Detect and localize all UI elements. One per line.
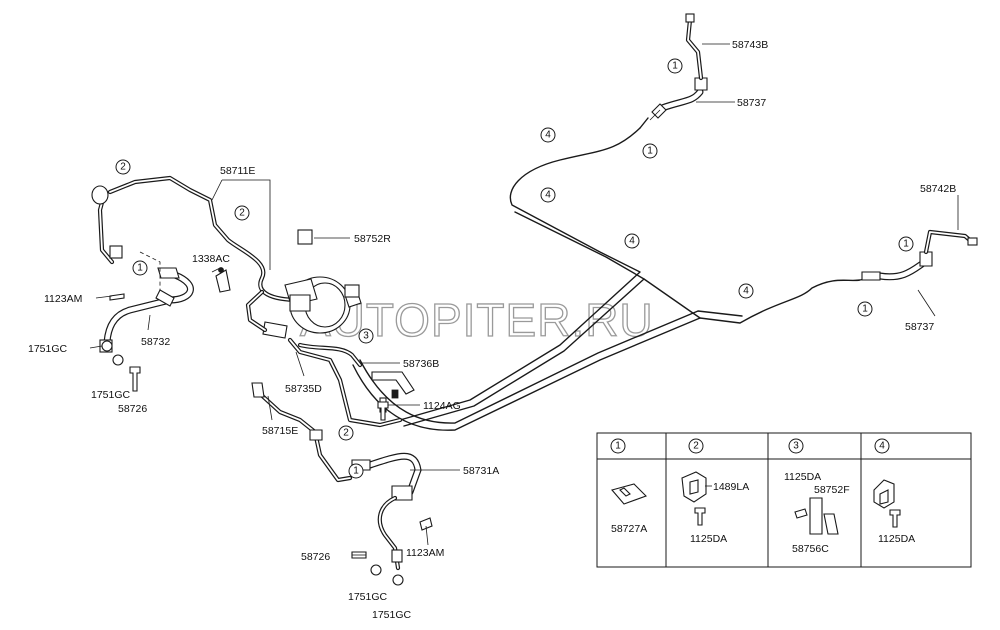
callout-1: 1 bbox=[898, 236, 914, 252]
svg-text:1: 1 bbox=[672, 61, 678, 72]
label-1751gc-left2: 1751GC bbox=[91, 389, 131, 401]
callouts: 1 1 1 1 1 1 2 2 2 3 4 4 4 4 bbox=[115, 58, 914, 479]
svg-text:1: 1 bbox=[615, 441, 621, 452]
label-58731a: 58731A bbox=[463, 465, 499, 477]
callout-2: 2 bbox=[234, 205, 250, 221]
svg-text:3: 3 bbox=[793, 441, 799, 452]
rear-brake-lines bbox=[352, 127, 881, 431]
label-58715e: 58715E bbox=[262, 425, 298, 437]
legend-58727a: 58727A bbox=[611, 523, 647, 535]
callout-1: 1 bbox=[132, 260, 148, 276]
svg-text:4: 4 bbox=[743, 286, 749, 297]
front-right-line bbox=[639, 13, 708, 129]
legend-header-4: 4 bbox=[874, 438, 890, 454]
svg-text:4: 4 bbox=[629, 236, 635, 247]
callout-1: 1 bbox=[348, 463, 364, 479]
hardware bbox=[101, 267, 433, 586]
callout-1: 1 bbox=[642, 143, 658, 159]
front-left-line bbox=[91, 175, 303, 303]
svg-text:1: 1 bbox=[647, 146, 653, 157]
svg-text:3: 3 bbox=[363, 331, 369, 342]
legend-58756c: 58756C bbox=[792, 543, 829, 555]
label-58737-right: 58737 bbox=[905, 321, 934, 333]
legend-header-3: 3 bbox=[788, 438, 804, 454]
svg-text:1: 1 bbox=[353, 466, 359, 477]
svg-text:2: 2 bbox=[239, 208, 245, 219]
legend-1125da-4: 1125DA bbox=[878, 533, 915, 545]
callout-4: 4 bbox=[738, 283, 754, 299]
label-58737-top: 58737 bbox=[737, 97, 766, 109]
legend-table: 1 2 3 4 58727A 1489LA 1125DA 1125DA 5875… bbox=[596, 432, 972, 568]
svg-text:2: 2 bbox=[693, 441, 699, 452]
label-1123am-bottom: 1123AM bbox=[406, 547, 444, 559]
svg-text:4: 4 bbox=[545, 190, 551, 201]
proportioning-lines bbox=[245, 289, 403, 428]
label-1124ag: 1124AG bbox=[423, 400, 461, 412]
label-58742b: 58742B bbox=[920, 183, 956, 195]
callout-2: 2 bbox=[115, 159, 131, 175]
svg-text:1: 1 bbox=[903, 239, 909, 250]
svg-text:2: 2 bbox=[343, 428, 349, 439]
label-58711e: 58711E bbox=[220, 165, 255, 177]
label-1751gc-left1: 1751GC bbox=[28, 343, 68, 355]
label-1751gc-bottom1: 1751GC bbox=[348, 591, 388, 603]
svg-text:4: 4 bbox=[879, 441, 885, 452]
callout-4: 4 bbox=[540, 127, 556, 143]
legend-1125da-2: 1125DA bbox=[690, 533, 727, 545]
legend-header-1: 1 bbox=[610, 438, 626, 454]
clamp-1489la bbox=[681, 471, 707, 526]
rear-left-line bbox=[251, 382, 422, 571]
clip-58727a bbox=[611, 483, 647, 505]
callout-4: 4 bbox=[540, 187, 556, 203]
svg-text:4: 4 bbox=[545, 130, 551, 141]
label-58732: 58732 bbox=[141, 336, 170, 348]
legend-58752f: 58752F bbox=[814, 484, 850, 496]
callout-1: 1 bbox=[857, 301, 873, 317]
label-58726-bottom: 58726 bbox=[301, 551, 330, 563]
svg-text:2: 2 bbox=[120, 162, 126, 173]
label-1123am-left: 1123AM bbox=[44, 293, 82, 305]
label-58743b: 58743B bbox=[732, 39, 768, 51]
callout-3: 3 bbox=[358, 328, 374, 344]
legend-header-2: 2 bbox=[688, 438, 704, 454]
callout-4: 4 bbox=[624, 233, 640, 249]
legend-1125da-3: 1125DA bbox=[784, 471, 821, 483]
label-1751gc-bottom2: 1751GC bbox=[372, 609, 412, 621]
leader-lines bbox=[89, 43, 959, 556]
svg-text:1: 1 bbox=[862, 304, 868, 315]
callout-2: 2 bbox=[338, 425, 354, 441]
rear-right-line bbox=[861, 229, 978, 281]
label-58752r: 58752R bbox=[354, 233, 391, 245]
master-cylinder bbox=[262, 229, 362, 339]
clamp-58752f bbox=[794, 497, 839, 535]
label-1338ac: 1338AC bbox=[192, 253, 230, 265]
callout-1: 1 bbox=[667, 58, 683, 74]
legend-1489la: 1489LA bbox=[713, 481, 749, 493]
label-58735d: 58735D bbox=[285, 383, 322, 395]
label-58726-left: 58726 bbox=[118, 403, 147, 415]
svg-text:1: 1 bbox=[137, 263, 143, 274]
label-58736b: 58736B bbox=[403, 358, 439, 370]
clamp-4 bbox=[873, 479, 901, 528]
part-labels: 58743B 58737 58742B 58737 58711E 58752R … bbox=[28, 39, 956, 621]
